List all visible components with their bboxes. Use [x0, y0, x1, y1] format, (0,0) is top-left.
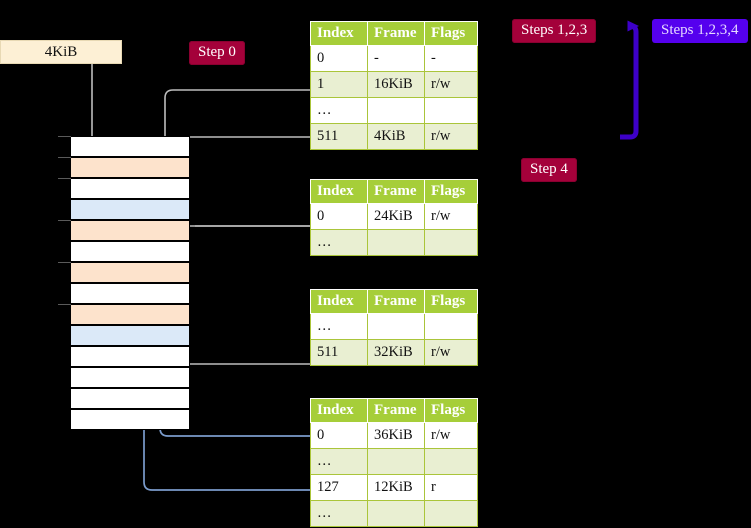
memory-frame-row	[70, 157, 190, 178]
table-cell-flags	[424, 448, 478, 475]
table-cell-flags: -	[424, 45, 478, 72]
table-cell-index: …	[310, 229, 368, 256]
column-header-frame: Frame	[367, 179, 425, 204]
column-header-index: Index	[310, 21, 368, 46]
table-cell-flags: r/w	[424, 123, 478, 150]
table-cell-frame: 4KiB	[367, 123, 425, 150]
table-cell-flags: r	[424, 474, 478, 501]
memory-frame-tick	[58, 220, 71, 221]
badge-step-4: Step 4	[521, 158, 577, 182]
memory-frame-row	[70, 346, 190, 367]
memory-frame-row	[70, 220, 190, 241]
table-cell-frame: 12KiB	[367, 474, 425, 501]
table-cell-index: 0	[310, 203, 368, 230]
memory-frame-tick	[58, 136, 71, 137]
table-cell-index: 511	[310, 123, 368, 150]
physical-memory-column	[70, 136, 190, 430]
table-cell-index: 0	[310, 45, 368, 72]
memory-frame-row	[70, 388, 190, 409]
column-header-flags: Flags	[424, 179, 478, 204]
table-cell-index: 0	[310, 422, 368, 449]
memory-frame-tick	[58, 178, 71, 179]
column-header-frame: Frame	[367, 21, 425, 46]
memory-frame-row	[70, 367, 190, 388]
memory-size-label: 4KiB	[0, 40, 122, 64]
table-cell-frame	[367, 500, 425, 527]
memory-frame-row	[70, 283, 190, 304]
memory-frame-row	[70, 325, 190, 346]
table-cell-index: …	[310, 500, 368, 527]
column-header-frame: Frame	[367, 289, 425, 314]
memory-frame-tick	[58, 304, 71, 305]
memory-size-text: 4KiB	[44, 43, 78, 60]
memory-frame-row	[70, 262, 190, 283]
memory-frame-row	[70, 304, 190, 325]
table-cell-frame: 16KiB	[367, 71, 425, 98]
table-cell-frame	[367, 313, 425, 340]
table-cell-flags	[424, 313, 478, 340]
table-cell-index: 511	[310, 339, 368, 366]
table-cell-index: …	[310, 448, 368, 475]
table-row: …	[310, 97, 478, 124]
memory-frame-row	[70, 409, 190, 430]
badge-steps-123: Steps 1,2,3	[512, 19, 597, 43]
table-cell-frame: 32KiB	[367, 339, 425, 366]
table-row: …	[310, 500, 478, 527]
table-row: …	[310, 229, 478, 256]
table-row: …	[310, 313, 478, 340]
badge-step-0: Step 0	[189, 41, 245, 65]
column-header-index: Index	[310, 289, 368, 314]
memory-frame-row	[70, 199, 190, 220]
table-cell-flags: r/w	[424, 71, 478, 98]
table-row: 0--	[310, 45, 478, 72]
table-cell-flags	[424, 97, 478, 124]
memory-frame-row	[70, 178, 190, 199]
table-cell-flags: r/w	[424, 339, 478, 366]
table-cell-flags: r/w	[424, 422, 478, 449]
column-header-index: Index	[310, 179, 368, 204]
purple-loop-arrow	[620, 20, 639, 140]
table-cell-index: …	[310, 97, 368, 124]
memory-frame-row	[70, 136, 190, 157]
badge-steps-1234: Steps 1,2,3,4	[652, 19, 748, 43]
memory-frame-row	[70, 241, 190, 262]
column-header-index: Index	[310, 398, 368, 423]
column-header-frame: Frame	[367, 398, 425, 423]
column-header-flags: Flags	[424, 289, 478, 314]
table-cell-frame	[367, 97, 425, 124]
memory-frame-tick	[58, 262, 71, 263]
table-cell-frame	[367, 448, 425, 475]
table-cell-frame: -	[367, 45, 425, 72]
memory-frame-tick	[58, 157, 71, 158]
table-cell-frame	[367, 229, 425, 256]
column-header-flags: Flags	[424, 398, 478, 423]
column-header-flags: Flags	[424, 21, 478, 46]
table-row: …	[310, 448, 478, 475]
table-cell-flags	[424, 229, 478, 256]
table-cell-index: 1	[310, 71, 368, 98]
table-cell-flags: r/w	[424, 203, 478, 230]
table-cell-frame: 36KiB	[367, 422, 425, 449]
table-cell-index: …	[310, 313, 368, 340]
table-cell-flags	[424, 500, 478, 527]
table-cell-index: 127	[310, 474, 368, 501]
table-cell-frame: 24KiB	[367, 203, 425, 230]
